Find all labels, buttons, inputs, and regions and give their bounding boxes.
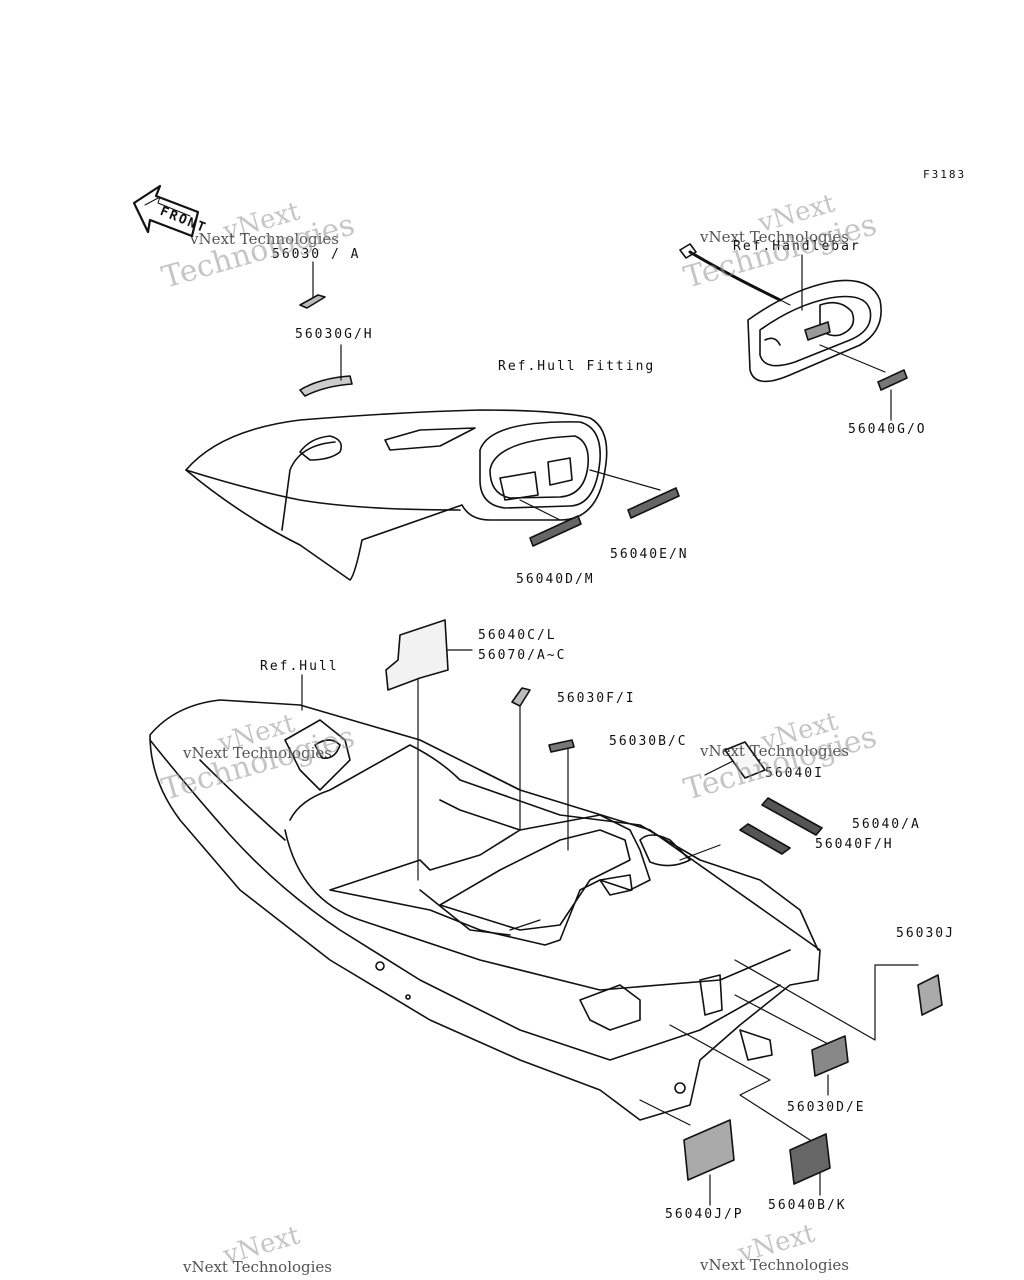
- label-56040cl: 56040C/L: [478, 628, 557, 643]
- decal-56040jp: [683, 1119, 735, 1181]
- decal-56040fh: [739, 823, 791, 855]
- handlebar-drawing: [679, 243, 882, 383]
- decal-56040dm: [529, 515, 582, 547]
- label-56040i: 56040I: [765, 766, 824, 781]
- decal-56040en: [627, 487, 680, 519]
- label-56030a: 56030 / A: [272, 247, 361, 262]
- label-56040a: 56040/A: [852, 817, 921, 832]
- label-56030j: 56030J: [896, 926, 955, 941]
- decal-56030a: [299, 294, 326, 309]
- decal-56030j: [917, 974, 943, 1016]
- front-arrow-icon: [132, 184, 200, 238]
- decal-56030gh: [299, 375, 353, 397]
- label-ref-hull: Ref.Hull: [260, 659, 339, 674]
- decal-56040go: [877, 369, 908, 391]
- label-56040fh: 56040F/H: [815, 837, 894, 852]
- label-56030fi: 56030F/I: [557, 691, 636, 706]
- label-56030gh: 56030G/H: [295, 327, 374, 342]
- label-56040en: 56040E/N: [610, 547, 689, 562]
- label-56030de: 56030D/E: [787, 1100, 866, 1115]
- hull-fitting-drawing: [185, 409, 608, 581]
- decal-56030fi: [511, 687, 531, 707]
- hull-drawing: [149, 699, 821, 1121]
- decal-56040a: [761, 797, 823, 836]
- label-56040bk: 56040B/K: [768, 1198, 847, 1213]
- label-ref-handlebar: Ref.Handlebar: [733, 239, 861, 254]
- label-56040dm: 56040D/M: [516, 572, 595, 587]
- decal-56030de: [811, 1035, 849, 1077]
- label-56070ac: 56070/A~C: [478, 648, 567, 663]
- decal-56040i: [724, 741, 766, 779]
- decal-56040cl: [385, 619, 449, 691]
- decal-56030bc: [548, 739, 575, 753]
- label-56040go: 56040G/O: [848, 422, 927, 437]
- label-56030bc: 56030B/C: [609, 734, 688, 749]
- label-56040jp: 56040J/P: [665, 1207, 744, 1222]
- label-ref-hull-fitting: Ref.Hull Fitting: [498, 359, 656, 374]
- diagram-code: F3183: [923, 168, 967, 181]
- decal-56040bk: [789, 1133, 831, 1185]
